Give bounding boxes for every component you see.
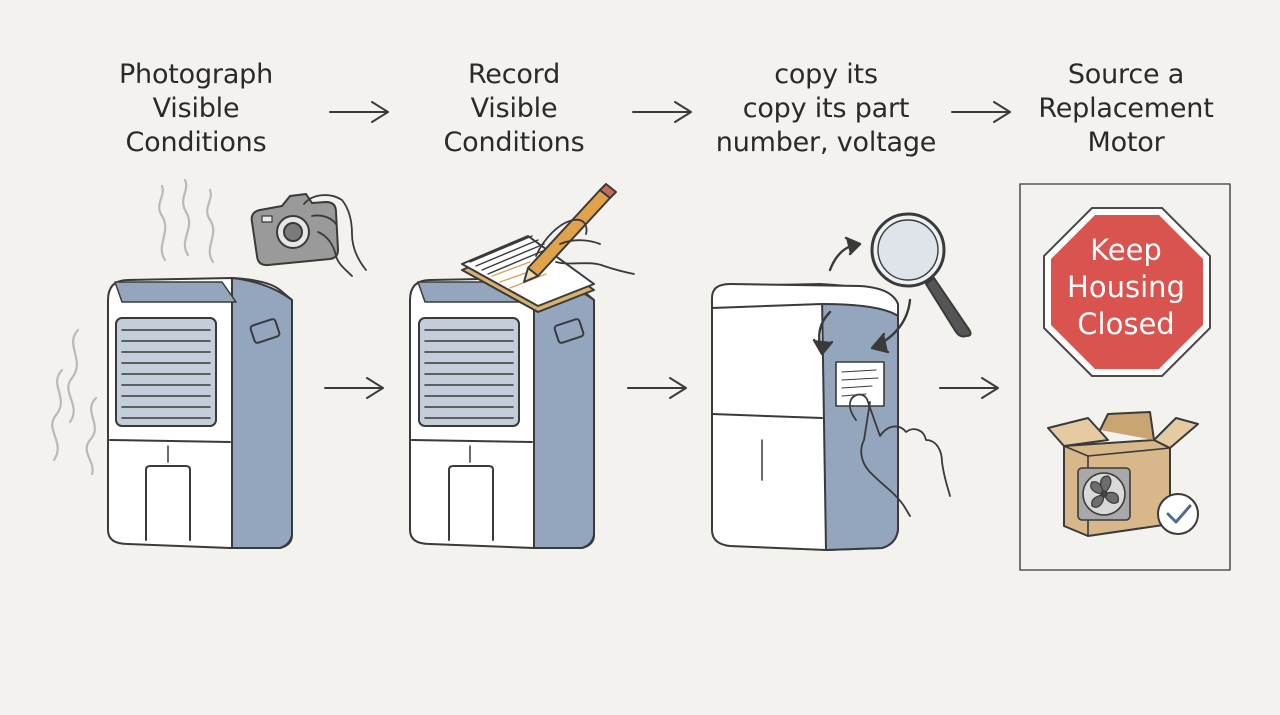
mid-arrow-1 [324, 377, 384, 399]
replacement-panel-frame [1019, 183, 1231, 571]
step-1-title-line-1: Photograph [118, 59, 274, 90]
hand-holding-camera-icon [303, 194, 367, 277]
step-3-title-line-1: copy its [774, 59, 878, 90]
camera-icon [250, 193, 339, 267]
top-arrow-3 [951, 101, 1011, 123]
pointing-hand-icon [849, 393, 951, 517]
curved-arrow-down-right-icon [870, 298, 912, 354]
dehumidifier-2 [409, 277, 595, 549]
stop-sign-icon [1043, 207, 1211, 377]
step-3-title-line-3: number, voltage [715, 127, 937, 158]
fan-icon [1090, 475, 1119, 508]
curved-arrow-down-left-icon [812, 310, 834, 356]
motor-box-icon [1047, 411, 1199, 537]
step-1-title: Photograph Visible Conditions [81, 58, 311, 160]
step-2-title-line-2: Visible [470, 93, 558, 124]
mid-arrow-3 [939, 377, 999, 399]
part-label-sticker [835, 361, 885, 407]
curved-arrow-up-icon [828, 236, 862, 272]
step-3-title-line-2: copy its part [742, 93, 910, 124]
step-4-title: Source a Replacement Motor [1011, 58, 1241, 160]
step-1-title-line-3: Conditions [125, 127, 267, 158]
stop-sign-text: Keep Housing Closed [1042, 232, 1210, 343]
step-4-title-line-3: Motor [1087, 127, 1165, 158]
check-mark-icon [1157, 493, 1199, 535]
top-arrow-2 [632, 101, 692, 123]
stop-sign-line-2: Housing [1067, 270, 1185, 304]
step-4-title-line-2: Replacement [1038, 93, 1214, 124]
stop-sign-line-1: Keep [1090, 233, 1162, 267]
step-4-title-line-1: Source a [1067, 59, 1185, 90]
stop-sign-line-3: Closed [1077, 307, 1175, 341]
magnifying-glass-icon [870, 212, 972, 338]
mid-arrow-2 [627, 377, 687, 399]
pencil-icon [523, 183, 617, 283]
hand-writing-icon [535, 218, 635, 275]
step-1-title-line-2: Visible [152, 93, 240, 124]
step-2-title-line-1: Record [467, 59, 561, 90]
top-arrow-1 [329, 101, 389, 123]
dehumidifier-3 [711, 283, 899, 551]
dehumidifier-1 [107, 277, 293, 549]
step-2-title: Record Visible Conditions [399, 58, 629, 160]
heat-waves-icon [51, 178, 215, 476]
step-2-title-line-3: Conditions [443, 127, 585, 158]
step-3-title: copy its copy its part number, voltage [711, 58, 941, 160]
